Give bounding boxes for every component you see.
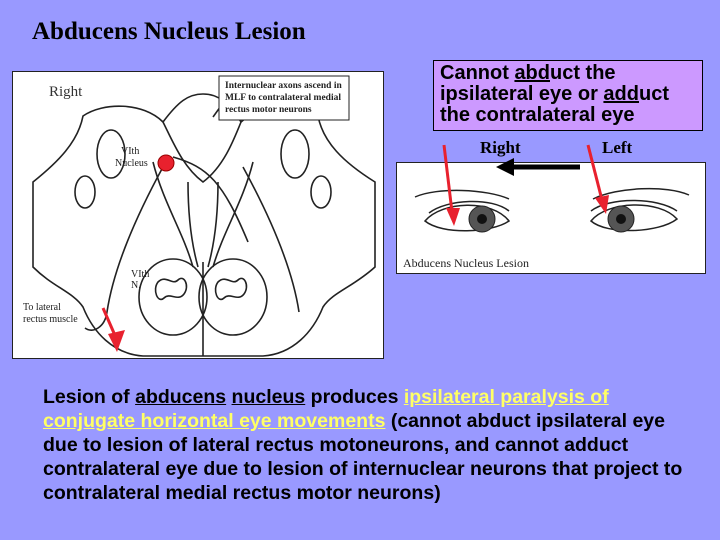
callout-underline-add: add [603, 83, 639, 105]
nerve-label-line1: VIth [131, 269, 149, 280]
body-term-abducens: abducens [135, 386, 227, 408]
left-eye-label: Left [602, 138, 633, 157]
muscle-label-line1: To lateral [23, 302, 61, 313]
right-pupil [477, 214, 487, 224]
callout-box: Cannot abduct the ipsilateral eye or add… [433, 60, 703, 131]
axon-note-line1: Internuclear axons ascend in [225, 81, 342, 91]
lesion-marker [157, 154, 175, 172]
body-highlight: ipsilateral paralysis of conjugate horiz… [43, 386, 609, 432]
right-eye-label: Right [480, 138, 521, 157]
nucleus-label-line1: VIth [121, 146, 139, 157]
nerve-label-line2: N. [131, 280, 141, 291]
red-arrow-icon [101, 307, 125, 352]
body-term-nucleus: nucleus [231, 386, 306, 408]
page-title: Abducens Nucleus Lesion [32, 18, 306, 45]
nucleus-label-line2: Nucleus [115, 158, 148, 169]
eyes-illustration: Abducens Nucleus Lesion [396, 162, 706, 274]
callout-text: uct the contralateral eye [440, 83, 669, 126]
callout-text: uct the ipsilateral eye or [440, 62, 616, 105]
callout-underline-abd: abd [514, 62, 550, 84]
body-paragraph: Lesion of abducens nucleus produces ipsi… [43, 385, 703, 505]
muscle-label-line2: rectus muscle [23, 314, 78, 325]
callout-text: Cannot [440, 62, 515, 84]
diagram-right-label: Right [49, 84, 83, 100]
eyes-caption: Abducens Nucleus Lesion [403, 256, 529, 270]
axon-note-line3: rectus motor neurons [225, 105, 312, 115]
brainstem-drawing: Right Internuclear axons ascend in MLF t… [23, 75, 376, 357]
body-text-run: produces [305, 386, 404, 408]
axon-note-line2: MLF to contralateral medial [225, 93, 341, 103]
eyes-drawing: Abducens Nucleus Lesion [403, 187, 690, 270]
body-text-run: Lesion of [43, 386, 136, 408]
left-pupil [616, 214, 626, 224]
brainstem-diagram: Right Internuclear axons ascend in MLF t… [12, 71, 384, 359]
body-text-run: (cannot abduct ipsilateral eye due to le… [43, 410, 683, 504]
